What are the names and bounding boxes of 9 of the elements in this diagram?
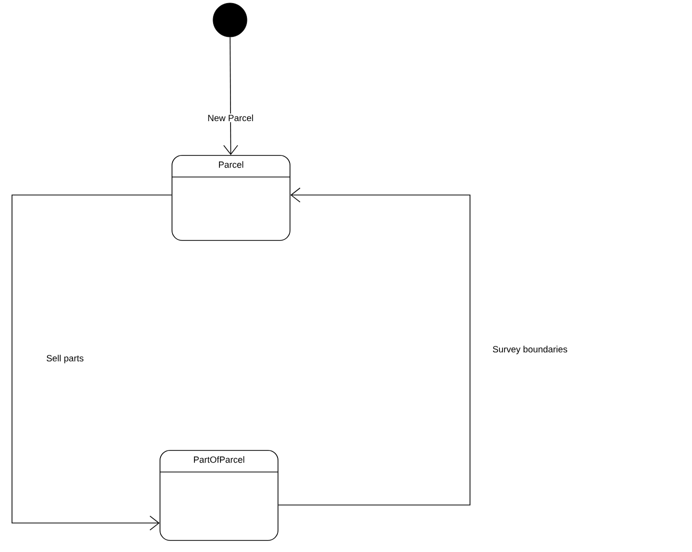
initial-state-dot <box>212 2 248 38</box>
arrow <box>278 188 470 506</box>
arrow <box>12 194 172 530</box>
state-box: PartOfParcel <box>160 450 278 541</box>
edge-label: Survey boundaries <box>492 346 568 354</box>
arrow <box>223 36 238 155</box>
edge-label: Sell parts <box>46 354 84 364</box>
edge-label: New Parcel <box>208 114 253 122</box>
state-box: Parcel <box>172 155 290 241</box>
